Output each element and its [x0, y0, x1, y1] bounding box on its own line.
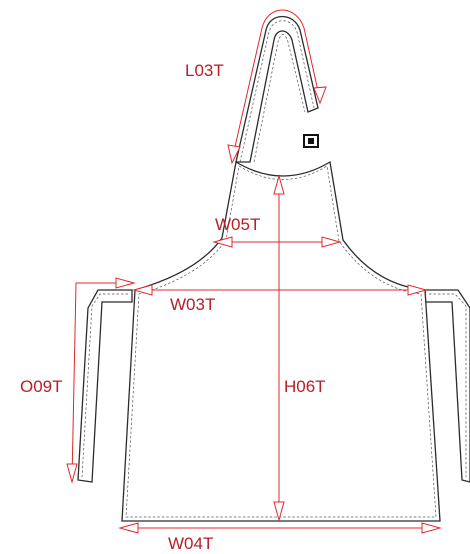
measurement-w04t — [118, 522, 442, 534]
label-w04t: W04T — [168, 534, 214, 553]
measurement-w05t — [212, 236, 342, 248]
label-w05t: W05T — [215, 215, 261, 234]
label-o09t: O09T — [20, 377, 63, 396]
label-w03t: W03T — [170, 295, 216, 314]
left-waist-tie — [77, 289, 133, 483]
measurement-o09t — [66, 277, 136, 484]
neck-strap — [235, 15, 319, 163]
measurement-h06t — [273, 174, 285, 522]
body-stitching — [125, 165, 437, 518]
right-waist-tie — [424, 289, 470, 483]
apron-body — [121, 160, 441, 522]
measurement-w03t — [132, 284, 428, 296]
label-h06t: H06T — [284, 377, 326, 396]
strap-stitching — [239, 20, 315, 163]
measurement-l03t — [227, 9, 327, 165]
label-l03t: L03T — [185, 61, 224, 80]
